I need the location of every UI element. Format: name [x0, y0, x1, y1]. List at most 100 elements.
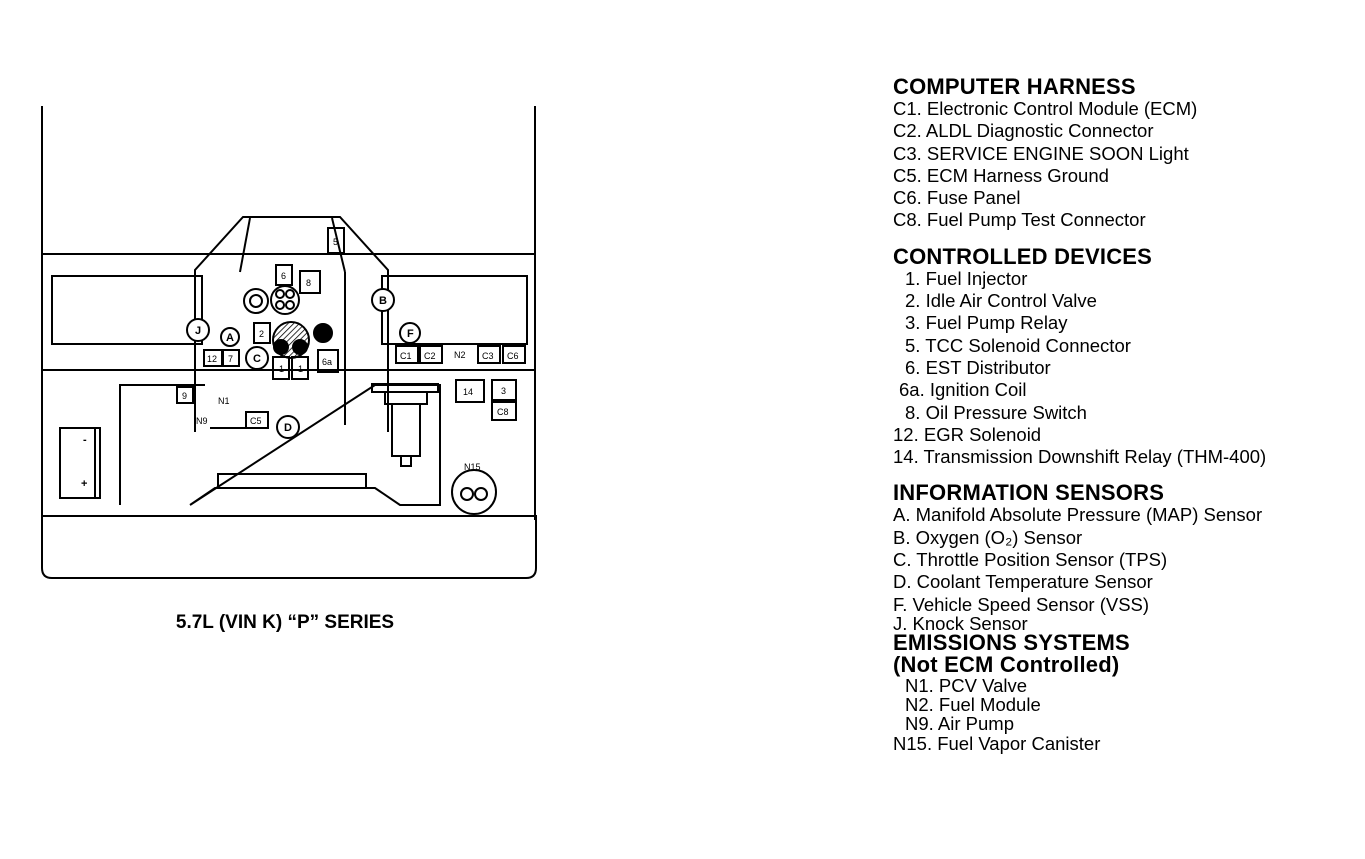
list-item: C2. ALDL Diagnostic Connector [893, 120, 1154, 142]
label-f: F [407, 328, 414, 340]
list-item: 3. Fuel Pump Relay [905, 312, 1068, 334]
list-item: N9. Air Pump [905, 712, 1014, 734]
list-item: 12. EGR Solenoid [893, 423, 1042, 445]
section-heading: COMPUTER HARNESS [893, 74, 1136, 99]
section-information-sensors: INFORMATION SENSORS A. Manifold Absolute… [893, 480, 1353, 634]
list-item: D. Coolant Temperature Sensor [893, 571, 1153, 593]
battery [59, 427, 101, 499]
section-heading: EMISSIONS SYSTEMS [893, 629, 1130, 655]
left-cowl-panel [51, 275, 203, 345]
section-heading: INFORMATION SENSORS [893, 480, 1165, 506]
label-9: 9 [182, 391, 187, 401]
list-item: C. Throttle Position Sensor (TPS) [893, 549, 1168, 571]
label-c1: C1 [400, 351, 412, 361]
cap-dot-3 [275, 300, 285, 310]
box-c5 [245, 411, 269, 429]
injector-dot-right [292, 339, 308, 355]
list-item: N15. Fuel Vapor Canister [893, 732, 1101, 754]
list-item: C6. Fuse Panel [893, 187, 1021, 209]
list-item: J. Knock Sensor [893, 612, 1028, 634]
box-7 [222, 349, 240, 367]
box-8 [299, 270, 321, 294]
box-5 [327, 227, 345, 254]
sensor-a-circle [220, 327, 240, 347]
distributor-cap [270, 285, 300, 315]
battery-plus: + [81, 478, 87, 490]
label-2: 2 [259, 329, 264, 339]
right-part-stem [391, 403, 421, 457]
list-item: 5. TCC Solenoid Connector [905, 334, 1131, 356]
label-c8: C8 [497, 407, 509, 417]
list-item: N2. Fuel Module [905, 693, 1041, 715]
coil-dot [313, 323, 333, 343]
list-item: F. Vehicle Speed Sensor (VSS) [893, 593, 1150, 615]
box-c3 [477, 345, 501, 364]
label-d: D [284, 422, 292, 434]
label-j: J [195, 325, 201, 337]
box-6a [317, 349, 339, 373]
label-14: 14 [463, 387, 473, 397]
box-1a [272, 356, 290, 380]
list-item: N1. PCV Valve [905, 674, 1028, 696]
canister-cell-1 [460, 487, 474, 501]
label-n15: N15 [464, 462, 481, 472]
label-n9: N9 [196, 416, 208, 426]
diagram-caption: 5.7L (VIN K) “P” SERIES [175, 612, 395, 633]
sensor-b-circle [371, 288, 395, 312]
box-c2 [419, 345, 443, 364]
cap-dot-1 [275, 289, 285, 299]
box-3 [491, 379, 517, 401]
box-2 [253, 322, 271, 344]
cap-dot-4 [285, 300, 295, 310]
label-8: 8 [306, 278, 311, 288]
section-heading: CONTROLLED DEVICES [893, 243, 1153, 269]
list-item: 8. Oil Pressure Switch [905, 401, 1087, 423]
sensor-c-circle [245, 346, 269, 370]
label-6: 6 [281, 271, 286, 281]
battery-minus: - [83, 434, 87, 446]
cap-dot-2 [285, 289, 295, 299]
label-n1: N1 [218, 396, 230, 406]
canister-cell-2 [474, 487, 488, 501]
canister-outline [451, 469, 497, 515]
label-c2: C2 [424, 351, 436, 361]
label-6a: 6a [322, 357, 332, 367]
section-controlled-devices: CONTROLLED DEVICES 1. Fuel Injector 2. I… [893, 243, 1353, 469]
list-item: A. Manifold Absolute Pressure (MAP) Sens… [893, 504, 1263, 526]
box-c6 [502, 345, 526, 364]
label-1b: 1 [298, 364, 303, 374]
sensor-d-circle [276, 415, 300, 439]
section-computer-harness: COMPUTER HARNESS C1. Electronic Control … [893, 76, 1353, 232]
label-n2: N2 [454, 350, 466, 360]
list-item: C8. Fuel Pump Test Connector [893, 209, 1146, 231]
label-c6: C6 [507, 351, 519, 361]
label-c3: C3 [482, 351, 494, 361]
box-6 [275, 264, 293, 286]
list-item: 6. EST Distributor [905, 356, 1051, 378]
box-1b [291, 356, 309, 380]
section-subheading: (Not ECM Controlled) [893, 651, 1120, 677]
right-part-body [384, 391, 428, 405]
box-9 [176, 386, 194, 404]
legend: COMPUTER HARNESS C1. Electronic Control … [893, 76, 1353, 755]
label-c5: C5 [250, 416, 262, 426]
list-item: 14. Transmission Downshift Relay (THM-40… [893, 446, 1267, 468]
box-c1 [395, 345, 419, 364]
label-5: 5 [333, 237, 338, 247]
section-emissions-systems: EMISSIONS SYSTEMS (Not ECM Controlled) N… [893, 629, 1353, 755]
cover-line-left [239, 217, 251, 273]
air-cleaner-ring [243, 288, 269, 314]
list-item: C3. SERVICE ENGINE SOON Light [893, 142, 1189, 164]
right-part-tip [400, 455, 412, 467]
label-1a: 1 [279, 364, 284, 374]
list-item: 1. Fuel Injector [905, 267, 1028, 289]
label-3: 3 [501, 386, 506, 396]
label-7: 7 [228, 354, 233, 364]
sensor-f-circle [399, 322, 421, 344]
sensor-j-circle [186, 318, 210, 342]
box-c8 [491, 401, 517, 421]
box-14 [455, 379, 485, 403]
label-b: B [379, 295, 387, 307]
label-12: 12 [207, 354, 217, 364]
